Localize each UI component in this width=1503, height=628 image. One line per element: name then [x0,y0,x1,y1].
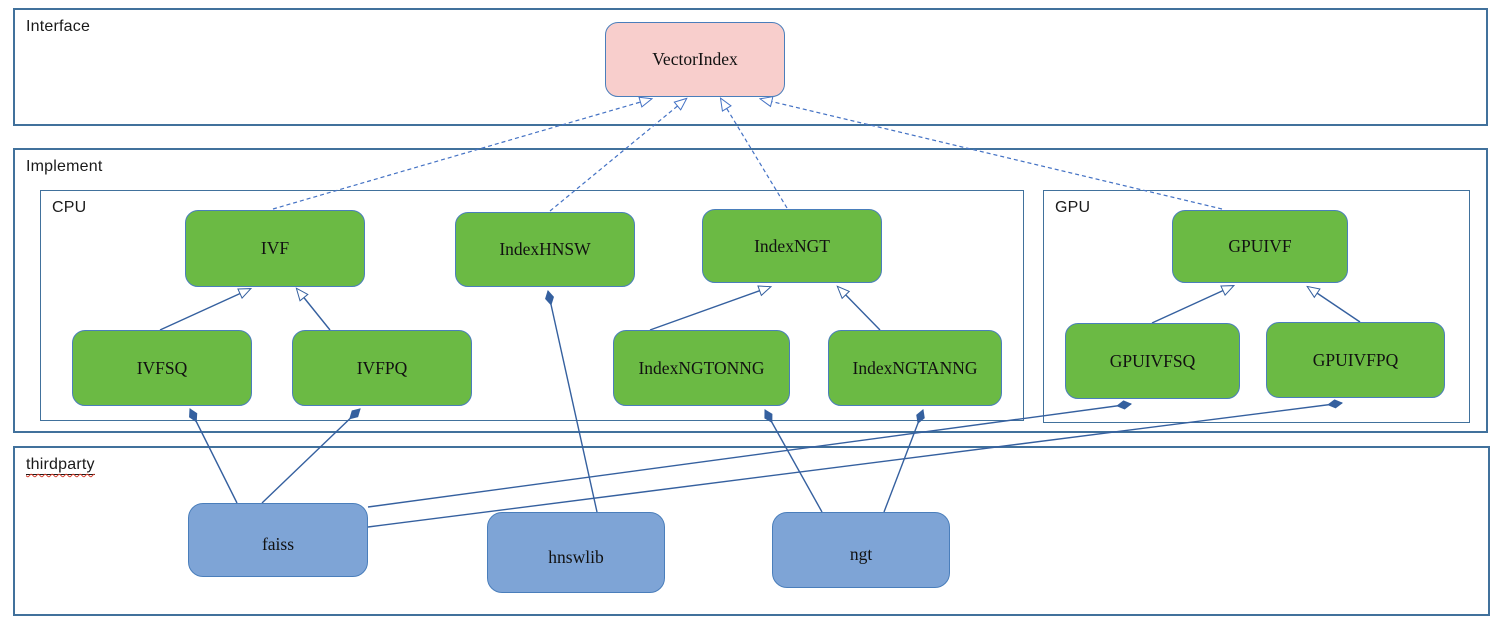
node-gpuivfpq[interactable]: GPUIVFPQ [1266,322,1445,398]
group-gpu-label: GPU [1055,199,1091,216]
node-gpuivfsq[interactable]: GPUIVFSQ [1065,323,1240,399]
node-indexngtonng-label: IndexNGTONNG [638,357,765,378]
edge-faiss-gpuivfsq[interactable] [367,400,1132,508]
node-ivfpq-label: IVFPQ [356,357,408,378]
node-ivf-label: IVF [260,238,290,258]
node-vectorindex[interactable]: VectorIndex [605,22,785,97]
node-indexngtanng-label: IndexNGTANNG [852,357,978,378]
spellcheck-underline: thirdparty [26,456,95,473]
edge-ngt-indexngtanng[interactable] [883,409,925,513]
node-indexhnsw[interactable]: IndexHNSW [455,212,635,287]
group-implement[interactable]: Implement [13,148,1488,433]
node-indexngt-label: IndexNGT [754,235,830,256]
edge-ivf-vectorindex[interactable] [272,99,651,210]
node-gpuivf[interactable]: GPUIVF [1172,210,1348,283]
node-gpuivf-label: GPUIVF [1228,236,1292,256]
node-hnswlib[interactable]: hnswlib [487,512,665,593]
group-thirdparty-label: thirdparty [26,456,95,475]
node-indexngtonng[interactable]: IndexNGTONNG [613,330,790,406]
node-gpuivfsq-label: GPUIVFSQ [1109,350,1196,371]
edge-faiss-gpuivfpq[interactable] [367,399,1343,528]
group-gpu[interactable]: GPU [1043,190,1470,423]
group-thirdparty[interactable]: thirdparty [13,446,1490,616]
edge-indexhnsw-vectorindex[interactable] [549,99,686,212]
node-ngt-label: ngt [849,544,873,564]
node-faiss[interactable]: faiss [188,503,368,577]
node-gpuivfpq-label: GPUIVFPQ [1312,349,1399,370]
group-interface[interactable]: Interface [13,8,1488,126]
edge-indexngt-vectorindex[interactable] [721,99,788,209]
group-cpu-label: CPU [52,199,87,216]
node-hnswlib-label: hnswlib [548,546,604,567]
edge-faiss-ivfsq[interactable] [189,408,238,504]
edge-gpuivfpq-gpuivf[interactable] [1308,287,1361,323]
node-faiss-label: faiss [261,534,295,554]
node-vectorindex-label: VectorIndex [652,49,738,69]
edge-indexngtanng-indexngt[interactable] [838,287,881,331]
edge-hnswlib-indexhnsw[interactable] [545,290,598,513]
edge-ivfsq-ivf[interactable] [159,289,250,331]
group-cpu[interactable]: CPU [40,190,1024,421]
node-indexngt[interactable]: IndexNGT [702,209,882,283]
node-ivfsq-label: IVFSQ [136,357,188,378]
edge-indexngtonng-indexngt[interactable] [649,287,770,331]
edge-gpuivfsq-gpuivf[interactable] [1151,286,1233,324]
edge-ngt-indexngtonng[interactable] [764,409,823,513]
node-ivfsq[interactable]: IVFSQ [72,330,252,406]
edge-faiss-ivfpq[interactable] [261,408,361,504]
group-interface-label: Interface [26,18,91,35]
node-ivfpq[interactable]: IVFPQ [292,330,472,406]
edge-ivfpq-ivf[interactable] [297,289,331,331]
node-indexngtanng[interactable]: IndexNGTANNG [828,330,1002,406]
node-indexhnsw-label: IndexHNSW [499,239,591,259]
node-ngt[interactable]: ngt [772,512,950,588]
node-ivf[interactable]: IVF [185,210,365,287]
edge-gpuivf-vectorindex[interactable] [761,99,1223,210]
group-implement-label: Implement [26,158,103,175]
